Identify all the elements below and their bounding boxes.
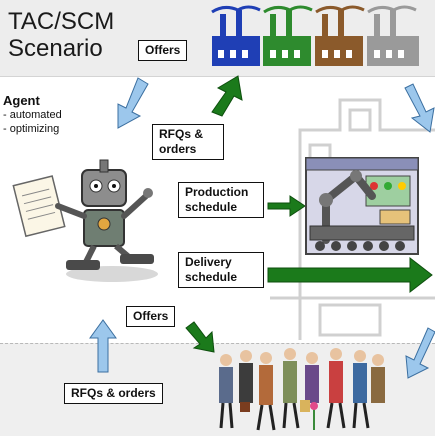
agent-trait-2: - optimizing — [3, 123, 60, 135]
rfqs-orders-top-label: RFQs & orders — [152, 124, 224, 160]
rfqs-orders-top-line-1: RFQs & — [159, 127, 204, 141]
arrow-rfqs-bottom-up — [89, 319, 117, 373]
customers-illustration — [219, 348, 385, 431]
offers-bottom-label: Offers — [126, 306, 176, 327]
delivery-schedule-line-1: Delivery — [185, 255, 232, 269]
arrow-delivery-schedule — [267, 256, 433, 294]
title-line-2: Scenario — [8, 35, 103, 62]
factory-gray — [367, 5, 419, 66]
production-schedule-line-1: Production — [185, 185, 249, 199]
arrow-production-schedule — [267, 195, 306, 217]
offers-top-label: Offers — [138, 40, 188, 61]
production-machine-illustration — [305, 157, 419, 255]
arrow-offers-to-customers — [185, 321, 215, 353]
factory-blue — [211, 5, 261, 66]
arrow-rfqs-to-suppliers — [211, 75, 243, 117]
agent-heading: Agent — [3, 93, 40, 108]
factory-green — [263, 5, 313, 66]
building-outline — [270, 98, 435, 340]
rfqs-orders-bottom-text: RFQs & orders — [71, 386, 156, 400]
agent-description: Agent - automated - optimizing — [3, 93, 62, 136]
arrow-right-down-bottom — [405, 327, 435, 379]
offers-bottom-text: Offers — [133, 309, 169, 323]
rfqs-orders-bottom-label: RFQs & orders — [64, 383, 163, 404]
agent-trait-1: - automated — [3, 109, 62, 121]
agent-robot-illustration — [12, 159, 158, 282]
title-line-1: TAC/SCM — [8, 8, 115, 35]
delivery-schedule-label: Delivery schedule — [178, 252, 264, 288]
factory-brown — [315, 5, 365, 66]
production-schedule-label: Production schedule — [178, 182, 264, 218]
production-schedule-line-2: schedule — [185, 200, 238, 214]
offers-top-text: Offers — [145, 43, 181, 57]
arrow-right-down-top — [404, 83, 435, 133]
rfqs-orders-top-line-2: orders — [159, 142, 197, 156]
delivery-schedule-line-2: schedule — [185, 270, 238, 284]
diagram-title: TAC/SCM Scenario — [8, 8, 114, 62]
arrow-offers-to-agent — [117, 77, 149, 129]
